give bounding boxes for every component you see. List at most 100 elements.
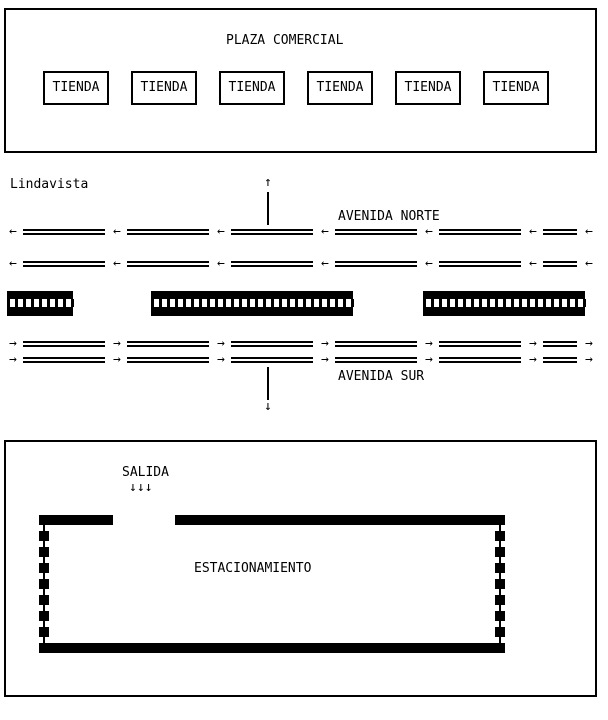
median-tick	[495, 299, 498, 307]
fence-post	[495, 595, 505, 605]
median-tick	[559, 299, 562, 307]
right-arrow-icon: →	[321, 336, 329, 351]
right-arrow-icon: →	[425, 336, 433, 351]
right-arrow-icon: →	[217, 352, 225, 367]
fence-top-right	[175, 515, 505, 525]
left-arrow-icon: ←	[9, 256, 17, 271]
median-tick	[215, 299, 218, 307]
median-tick	[71, 299, 74, 307]
median-tick	[39, 299, 42, 307]
north-avenue-label: AVENIDA NORTE	[338, 209, 440, 224]
median-tick	[479, 299, 482, 307]
median-tick	[247, 299, 250, 307]
median-tick	[423, 299, 426, 307]
left-arrow-icon: ←	[529, 224, 537, 239]
median-tick	[567, 299, 570, 307]
right-arrow-icon: →	[113, 336, 121, 351]
median-tick	[527, 299, 530, 307]
fence-bottom	[39, 643, 505, 653]
left-arrow-icon: ←	[321, 224, 329, 239]
store-5: TIENDA	[395, 71, 461, 105]
median-tick	[463, 299, 466, 307]
fence-post	[39, 627, 49, 637]
right-arrow-icon: →	[113, 352, 121, 367]
left-arrow-icon: ←	[585, 224, 593, 239]
fence-post	[495, 531, 505, 541]
left-arrow-icon: ←	[425, 224, 433, 239]
left-arrow-icon: ←	[217, 224, 225, 239]
median-tick	[327, 299, 330, 307]
median-tick	[575, 299, 578, 307]
median-tick	[23, 299, 26, 307]
median-tick	[191, 299, 194, 307]
store-6: TIENDA	[483, 71, 549, 105]
fence-post	[39, 579, 49, 589]
median-tick	[279, 299, 282, 307]
median-tick	[335, 299, 338, 307]
median-bottom	[423, 307, 585, 316]
median-tick	[63, 299, 66, 307]
fence-post	[495, 579, 505, 589]
median-tick	[439, 299, 442, 307]
fence-post	[39, 563, 49, 573]
store-1: TIENDA	[43, 71, 109, 105]
median-tick	[175, 299, 178, 307]
median-tick	[55, 299, 58, 307]
median-top	[151, 291, 353, 299]
fence-posts	[39, 531, 505, 637]
right-arrow-icon: →	[585, 336, 593, 351]
median-tick	[47, 299, 50, 307]
median-tick	[583, 299, 586, 307]
median-tick	[343, 299, 346, 307]
fence-post	[495, 611, 505, 621]
fence-post	[39, 547, 49, 557]
median-top	[423, 291, 585, 299]
median-tick	[167, 299, 170, 307]
left-arrow-icon: ←	[529, 256, 537, 271]
median-tick	[487, 299, 490, 307]
right-arrow-icon: →	[217, 336, 225, 351]
left-arrow-icon: ←	[217, 256, 225, 271]
south-avenue-label: AVENIDA SUR	[338, 369, 425, 384]
left-arrow-icon: ←	[9, 224, 17, 239]
store-2: TIENDA	[131, 71, 197, 105]
right-arrow-icon: →	[9, 352, 17, 367]
median-tick	[311, 299, 314, 307]
median-tick	[263, 299, 266, 307]
store-3: TIENDA	[219, 71, 285, 105]
median-tick	[511, 299, 514, 307]
median-bottom	[151, 307, 353, 316]
median-top	[7, 291, 73, 299]
median-tick	[431, 299, 434, 307]
median-tick	[15, 299, 18, 307]
right-arrow-icon: →	[9, 336, 17, 351]
median-tick	[287, 299, 290, 307]
right-arrow-icon: →	[529, 352, 537, 367]
fence-post	[39, 611, 49, 621]
right-arrow-icon: →	[425, 352, 433, 367]
fence-top-left	[39, 515, 113, 525]
store-4: TIENDA	[307, 71, 373, 105]
exit-arrows-icon: ↓↓↓	[129, 480, 153, 495]
median-tick	[183, 299, 186, 307]
median-tick	[455, 299, 458, 307]
median-tick	[503, 299, 506, 307]
road-medians	[7, 291, 586, 316]
median-tick	[231, 299, 234, 307]
left-arrow-icon: ←	[425, 256, 433, 271]
median-tick	[551, 299, 554, 307]
left-arrow-icon: ←	[113, 256, 121, 271]
parking-label: ESTACIONAMIENTO	[194, 561, 312, 576]
exit-label: SALIDA	[122, 465, 169, 480]
median-tick	[319, 299, 322, 307]
median-tick	[255, 299, 258, 307]
fence-post	[495, 627, 505, 637]
median-tick	[207, 299, 210, 307]
median-tick	[519, 299, 522, 307]
median-tick	[471, 299, 474, 307]
median-tick	[31, 299, 34, 307]
left-arrow-icon: ←	[113, 224, 121, 239]
median-tick	[535, 299, 538, 307]
median-tick	[7, 299, 10, 307]
